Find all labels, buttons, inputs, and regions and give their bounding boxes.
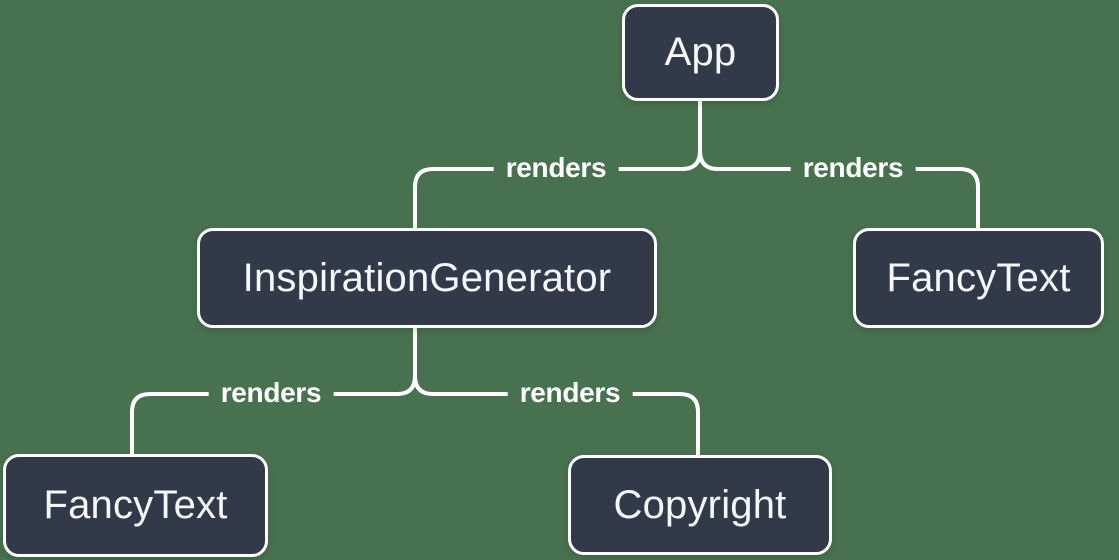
edge-label-renders-app-inspirationgenerator: renders xyxy=(493,150,619,186)
node-fancytext-bottom-label: FancyText xyxy=(43,483,228,527)
node-app: App xyxy=(622,4,779,101)
node-copyright: Copyright xyxy=(568,455,832,555)
edge-label-renders-app-fancytext: renders xyxy=(790,150,916,186)
edge-label-renders-inspirationgenerator-copyright: renders xyxy=(507,375,633,411)
node-inspiration-generator-label: InspirationGenerator xyxy=(242,255,612,300)
node-app-label: App xyxy=(664,30,737,74)
edge-label-renders-inspirationgenerator-fancytext: renders xyxy=(208,375,334,411)
node-fancytext-top: FancyText xyxy=(853,228,1104,328)
connector-inspirationgenerator-to-copyright xyxy=(413,375,700,455)
node-fancytext-top-label: FancyText xyxy=(886,255,1071,300)
node-fancytext-bottom: FancyText xyxy=(3,454,268,557)
node-inspiration-generator: InspirationGenerator xyxy=(197,228,657,328)
connector-app-to-fancytext xyxy=(698,150,980,228)
node-copyright-label: Copyright xyxy=(613,482,787,527)
